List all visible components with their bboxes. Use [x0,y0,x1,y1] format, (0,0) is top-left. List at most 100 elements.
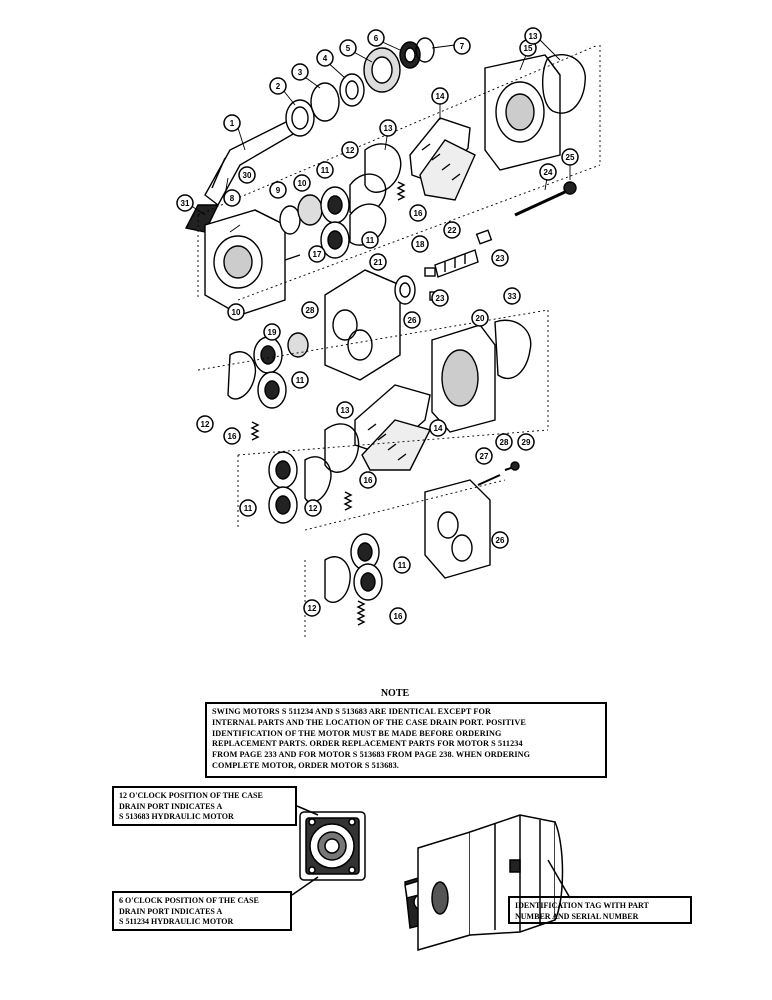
svg-text:31: 31 [181,199,190,208]
svg-text:17: 17 [313,250,322,259]
svg-text:28: 28 [306,306,315,315]
gear-set-lower [354,384,432,471]
svg-text:26: 26 [408,316,417,325]
svg-text:24: 24 [544,168,553,177]
callout-19: 19 [263,323,281,341]
callout-11b: 11 [361,231,379,249]
callout-11d: 11 [239,499,257,517]
callout-23a: 23 [491,249,509,267]
alignment-lines [197,44,601,640]
svg-text:23: 23 [496,254,505,263]
note-line: FROM PAGE 233 AND FOR MOTOR S 513683 FRO… [212,750,531,760]
svg-text:9: 9 [276,186,281,195]
callout-22: 22 [443,221,461,239]
callout-18: 18 [411,235,429,253]
svg-text:16: 16 [414,209,423,218]
svg-text:23: 23 [436,294,445,303]
svg-text:6: 6 [374,34,379,43]
note-line: COMPLETE MOTOR, ORDER MOTOR S 513683. [212,760,399,770]
callout-16c: 16 [359,471,377,489]
twelve-oclock-label: 12 O'CLOCK POSITION OF THE CASE DRAIN PO… [112,786,297,826]
callout-20: 20 [471,309,489,327]
middle-section [431,319,532,433]
callout-11e: 11 [393,556,411,574]
callout-7: 7 [453,37,471,55]
callout-11c: 11 [291,371,309,389]
callout-markers: 1 2 3 4 5 6 7 15 13 14 13 12 25 24 30 31… [176,27,579,625]
callout-13b: 13 [379,119,397,137]
callout-14b: 14 [429,419,447,437]
svg-text:15: 15 [524,44,533,53]
note-line: IDENTIFICATION OF THE MOTOR MUST BE MADE… [212,728,502,738]
motor-end-view [291,805,366,896]
callout-26b: 26 [491,531,509,549]
springs [250,181,406,626]
note-line: INTERNAL PARTS AND THE LOCATION OF THE C… [212,717,526,727]
svg-text:13: 13 [384,124,393,133]
callout-23b: 23 [431,289,449,307]
label-line: NUMBER AND SERIAL NUMBER [515,911,639,921]
svg-text:3: 3 [298,68,303,77]
front-housing [204,209,301,316]
svg-text:27: 27 [480,452,489,461]
callout-9: 9 [269,181,287,199]
callout-12d: 12 [303,599,321,617]
rear-cover [484,54,561,171]
svg-text:11: 11 [244,504,253,513]
callout-4: 4 [316,49,334,67]
lower-left-bearings [227,332,309,409]
callout-31: 31 [176,194,194,212]
bottom-bearings [324,533,383,603]
note-line: REPLACEMENT PARTS. ORDER REPLACEMENT PAR… [212,739,523,749]
callout-26: 26 [403,311,421,329]
svg-text:2: 2 [276,82,281,91]
svg-text:13: 13 [341,406,350,415]
callout-27: 27 [475,447,493,465]
callout-25a: 25 [561,148,579,166]
svg-text:16: 16 [364,476,373,485]
callout-12a: 12 [341,141,359,159]
center-housing [324,269,416,381]
callout-14a: 14 [431,87,449,105]
front-seal-stack [285,37,435,137]
callout-17: 17 [308,245,326,263]
callout-12b: 12 [196,415,214,433]
callout-13a: 13 [524,27,542,45]
svg-text:28: 28 [500,438,509,447]
svg-text:25: 25 [566,153,575,162]
svg-text:12: 12 [346,146,355,155]
callout-1: 1 [223,114,241,132]
callout-6: 6 [367,29,385,47]
svg-text:22: 22 [448,226,457,235]
svg-text:29: 29 [522,438,531,447]
svg-text:11: 11 [321,166,330,175]
callout-2: 2 [269,77,287,95]
middle-bearings [279,143,402,259]
svg-text:26: 26 [496,536,505,545]
label-line: 12 O'CLOCK POSITION OF THE CASE [119,791,263,800]
callout-8: 8 [223,189,241,207]
label-line: S 513683 HYDRAULIC MOTOR [119,812,234,821]
svg-text:12: 12 [309,504,318,513]
svg-text:4: 4 [323,54,328,63]
svg-text:16: 16 [228,432,237,441]
label-line: DRAIN PORT INDICATES A [119,906,223,916]
end-cover [424,479,491,579]
id-tag-label: IDENTIFICATION TAG WITH PART NUMBER AND … [508,896,692,924]
svg-text:16: 16 [394,612,403,621]
label-line: IDENTIFICATION TAG WITH PART [515,901,649,910]
svg-text:11: 11 [398,561,407,570]
callout-16d: 16 [389,607,407,625]
callout-28b: 28 [495,433,513,451]
callout-16b: 16 [223,427,241,445]
svg-text:18: 18 [416,240,425,249]
svg-text:11: 11 [296,376,305,385]
svg-text:5: 5 [346,44,351,53]
assembled-motor-view [404,814,571,951]
svg-text:21: 21 [374,258,383,267]
callout-13c: 13 [336,401,354,419]
note-title: NOTE [380,688,410,699]
label-line: DRAIN PORT INDICATES A [119,801,223,811]
svg-text:12: 12 [201,420,210,429]
